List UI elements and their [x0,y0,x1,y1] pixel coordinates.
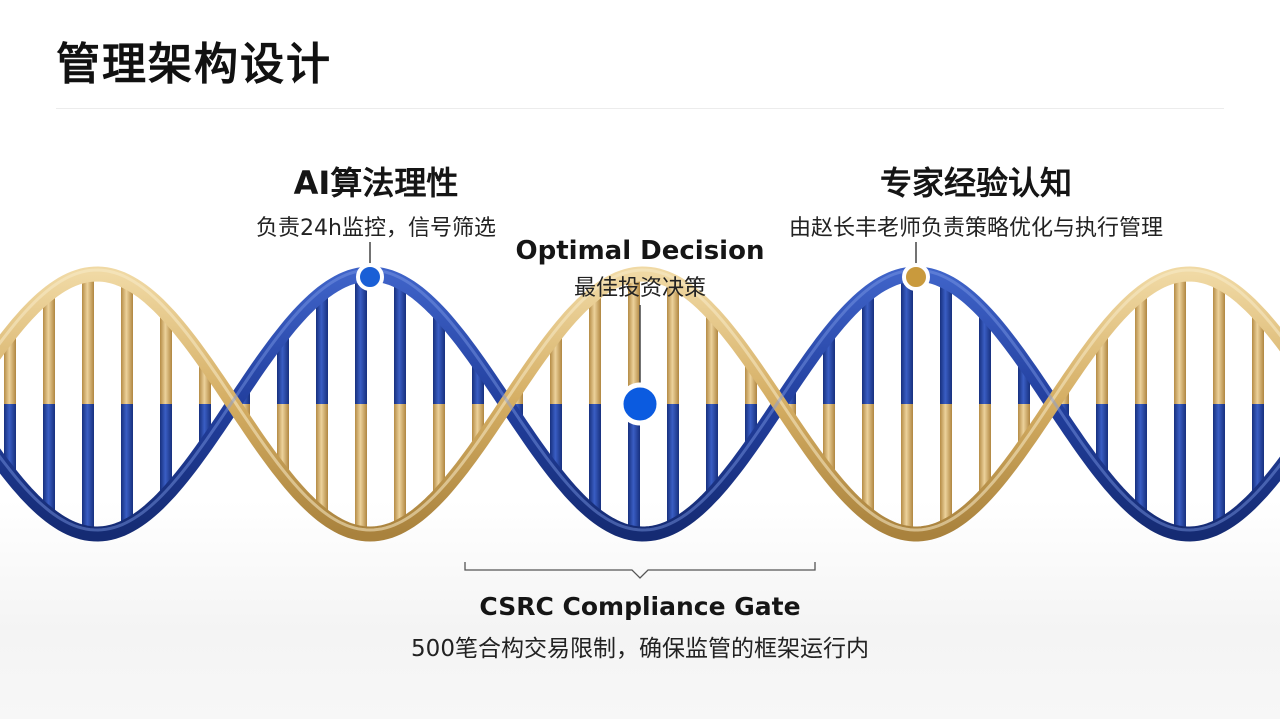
page-title: 管理架构设计 [56,39,332,90]
compliance-gate-subtitle: 500笔合构交易限制，确保监管的框架运行内 [411,636,869,662]
rung-segment-top [160,312,172,404]
title-divider [56,108,1224,109]
rung-segment-bottom [1174,404,1186,534]
compliance-gate-title: CSRC Compliance Gate [479,592,801,621]
rung-segment-top [1213,281,1225,404]
rung-segment-top [706,312,718,404]
expert-experience-label: 专家经验认知 由赵长丰老师负责策略优化与执行管理 [716,158,1236,242]
rung-segment-top [43,293,55,404]
compliance-gate-bracket [464,562,816,579]
expert-experience-subtitle: 由赵长丰老师负责策略优化与执行管理 [788,216,1163,241]
rung-segment-bottom [862,404,874,515]
rung-segment-bottom [706,404,718,496]
rung-segment-top [433,312,445,404]
rung-segment-top [316,293,328,404]
compliance-gate-label: CSRC Compliance Gate 500笔合构交易限制，确保监管的框架运… [340,592,940,663]
rung-segment-bottom [277,404,289,475]
rung-segment-bottom [43,404,55,515]
rung-segment-bottom [316,404,328,515]
rung-segment-bottom [940,404,952,527]
rung-segment-bottom [901,404,913,534]
expert-experience-title: 专家经验认知 [879,164,1072,202]
optimal-decision-title: Optimal Decision [515,236,765,266]
rung-segment-top [940,281,952,404]
dna-strand-blue-highlight [0,268,1280,532]
rung-segment-bottom [823,404,835,475]
rung-segment-bottom [121,404,133,527]
ai-algorithm-label: AI算法理性 负责24h监控，信号筛选 [226,158,526,242]
ai-node-marker [356,263,384,291]
rung-segment-top [355,274,367,404]
rung-segment-bottom [160,404,172,496]
base-pair-rungs [4,274,1264,534]
rung-segment-top [277,333,289,404]
rung-segment-top [901,274,913,404]
rung-segment-top [550,333,562,404]
rung-segment-top [667,281,679,404]
rung-segment-top [394,281,406,404]
rung-segment-bottom [589,404,601,515]
rung-segment-top [628,274,640,404]
optimal-decision-label: Optimal Decision 最佳投资决策 [500,236,780,302]
rung-segment-top [4,333,16,404]
dna-strand-gold [0,266,1280,542]
ai-algorithm-title: AI算法理性 [293,164,459,202]
rung-segment-bottom [1213,404,1225,527]
rung-segment-top [862,293,874,404]
expert-node-marker [902,263,930,291]
dna-strand-blue [0,266,1280,542]
rung-segment-bottom [82,404,94,534]
rung-segment-bottom [433,404,445,496]
rung-segment-bottom [355,404,367,534]
rung-segment-top [1252,312,1264,404]
rung-segment-top [1096,333,1108,404]
ai-algorithm-subtitle: 负责24h监控，信号筛选 [256,216,496,241]
rung-segment-bottom [628,404,640,534]
rung-segment-top [121,281,133,404]
rung-segment-top [1174,274,1186,404]
rung-segment-bottom [1252,404,1264,496]
optimal-decision-subtitle: 最佳投资决策 [573,276,706,301]
dna-strand-gold-highlight [0,268,1280,532]
rung-segment-bottom [550,404,562,475]
rung-segment-bottom [1135,404,1147,515]
rung-segment-top [1135,293,1147,404]
rung-segment-top [823,333,835,404]
rung-segment-top [589,293,601,404]
rung-segment-bottom [4,404,16,475]
rung-segment-bottom [394,404,406,527]
rung-segment-bottom [1096,404,1108,475]
rung-segment-bottom [667,404,679,527]
rung-segment-top [979,312,991,404]
rung-segment-bottom [979,404,991,496]
rung-segment-top [82,274,94,404]
optimal-node-marker [618,382,662,426]
